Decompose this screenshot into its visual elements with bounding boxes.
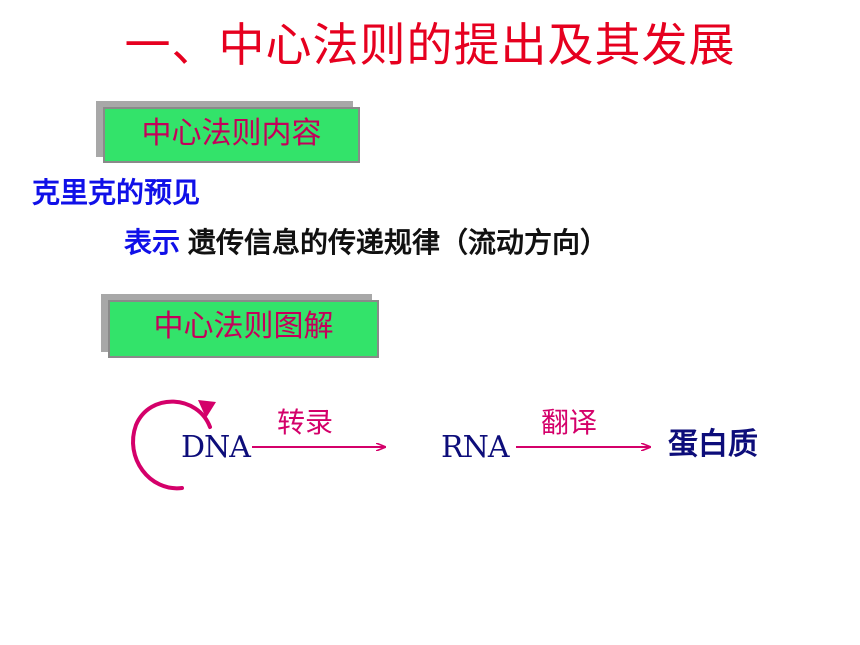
section-tag-diagram: 中心法则图解 <box>108 300 379 358</box>
node-dna: DNA <box>181 430 251 465</box>
meaning-text: 遗传信息的传递规律（流动方向） <box>188 226 609 259</box>
replication-loop-arrowhead <box>198 400 216 418</box>
meaning-line: 表示遗传信息的传递规律（流动方向） <box>124 222 608 264</box>
crick-heading: 克里克的预见 <box>32 176 201 209</box>
translation-label: 翻译 <box>541 406 598 439</box>
page-title: 一、中心法则的提出及其发展 <box>124 18 736 72</box>
section-tag-content: 中心法则内容 <box>103 107 360 163</box>
node-rna: RNA <box>441 430 510 465</box>
transcription-label: 转录 <box>277 406 334 439</box>
meaning-label: 表示 <box>124 226 181 259</box>
node-protein: 蛋白质 <box>668 427 758 462</box>
